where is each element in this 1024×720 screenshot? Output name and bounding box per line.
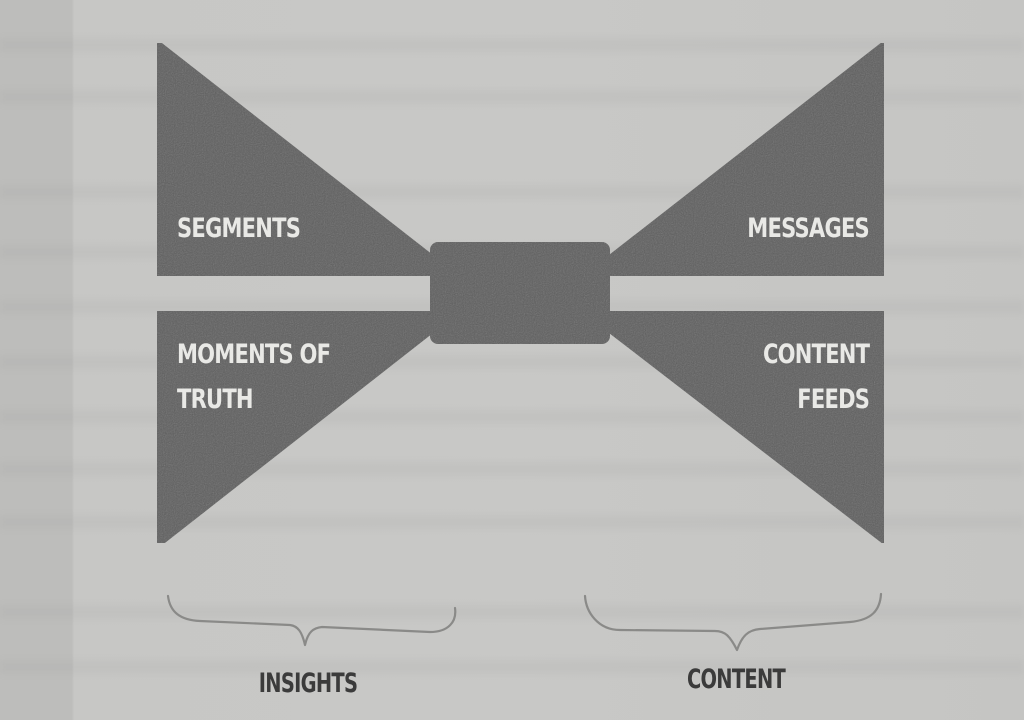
center-knot — [430, 242, 610, 344]
brace-insights — [166, 594, 457, 647]
label-moments-of-truth-line2: TRUTH — [177, 384, 254, 415]
label-messages: MESSAGES — [747, 213, 869, 244]
label-moments-of-truth-line1: MOMENTS OF — [177, 339, 331, 370]
caption-content: CONTENT — [686, 664, 786, 695]
bleed-through-line — [0, 605, 1024, 619]
bleed-through-line — [0, 38, 1024, 52]
caption-insights: INSIGHTS — [258, 668, 358, 699]
label-content-feeds-line1: CONTENT — [762, 339, 870, 370]
bleed-through-line — [0, 90, 1024, 104]
bleed-through-line — [0, 515, 1024, 529]
label-segments: SEGMENTS — [177, 213, 301, 244]
brace-content — [583, 592, 883, 652]
label-content-feeds-line2: FEEDS — [797, 384, 870, 415]
bleed-through-line — [0, 660, 1024, 674]
